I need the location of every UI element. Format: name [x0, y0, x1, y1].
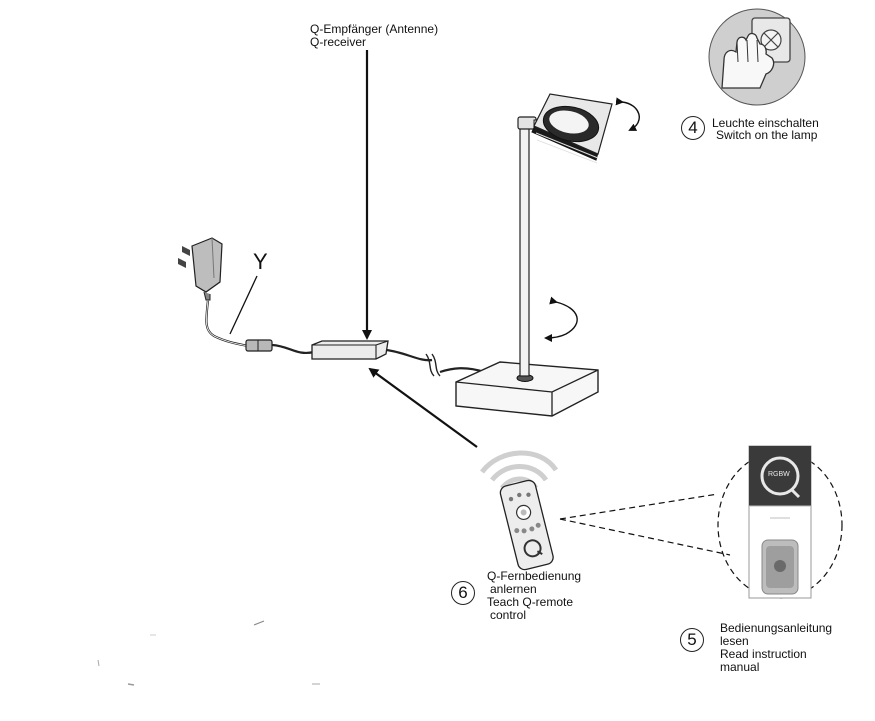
lamp-stem [517, 116, 545, 377]
q-receiver-box [311, 340, 389, 360]
lamp-base [455, 361, 599, 417]
step-4-number: 4 [681, 116, 705, 140]
step-5-text-en2: manual [720, 660, 760, 674]
plug-adapter-icon [178, 237, 223, 301]
stem-rotate-arrow [544, 296, 578, 342]
step-6-text-de: Q-Fernbedienung [487, 569, 582, 583]
background-specks [97, 620, 320, 686]
step-5-number: 5 [680, 628, 704, 652]
remote-control-icon [480, 450, 559, 571]
cable-label-leader [229, 275, 258, 335]
power-cable [205, 299, 249, 348]
manual-badge: RGBW [768, 471, 790, 478]
step-5-text-de: Bedienungsanleitung [720, 621, 833, 635]
step-5-text-de2: lesen [720, 634, 749, 648]
step-6-text-en: Teach Q-remote [487, 595, 574, 609]
receiver-label-de: Q-Empfänger (Antenne) [310, 22, 439, 36]
lamp-head [531, 93, 613, 164]
cable-label: Y [253, 249, 268, 274]
step-5-text-en: Read instruction [720, 647, 807, 661]
receiver-input-cable [271, 343, 315, 354]
step-6-text-de2: anlernen [490, 582, 537, 596]
switch-hand-icon [708, 8, 806, 106]
magnify-callout [559, 451, 843, 599]
head-rotate-arrow [615, 97, 640, 131]
inline-connector-icon [245, 339, 273, 352]
lamp-cable [385, 348, 433, 362]
step-4-text-de: Leuchte einschalten [712, 116, 819, 130]
step-6-number: 6 [451, 581, 475, 605]
remote-signal-arrow [368, 367, 478, 448]
step-4-text-en: Switch on the lamp [716, 128, 818, 142]
step-6-text-en2: control [490, 608, 527, 622]
instruction-manual [748, 445, 812, 599]
receiver-label-en: Q-receiver [310, 35, 367, 49]
